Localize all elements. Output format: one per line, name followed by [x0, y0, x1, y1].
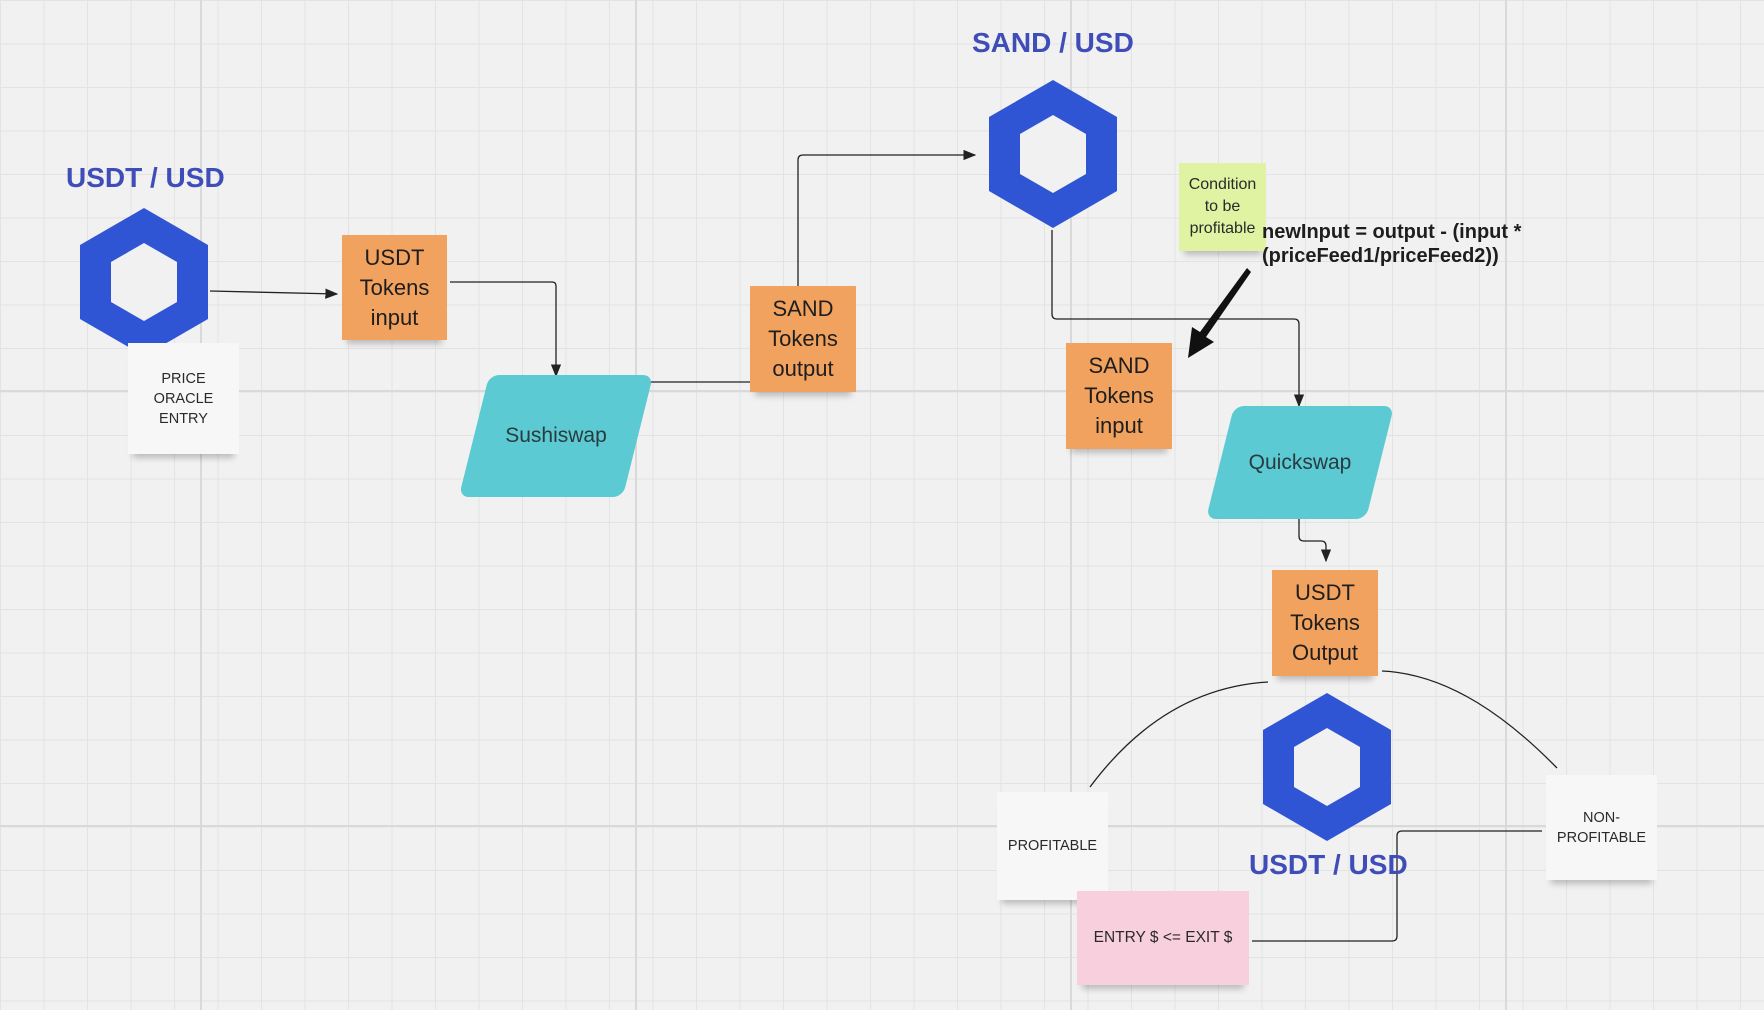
note-label: USDT Tokens input	[359, 244, 430, 330]
process-label: Sushiswap	[505, 424, 607, 447]
connector-non-profitable-to-entry-exit[interactable]	[1252, 830, 1542, 942]
note-label: ENTRY $ <= EXIT $	[1093, 929, 1233, 946]
note-sand-tokens-output[interactable]: SAND Tokens output	[750, 286, 856, 392]
note-sand-tokens-input[interactable]: SAND Tokens input	[1066, 343, 1172, 449]
note-label: NON-PROFITABLE	[1556, 809, 1647, 846]
note-condition[interactable]: Condition to be profitable	[1179, 163, 1266, 251]
process-quickswap[interactable]: Quickswap	[1205, 406, 1395, 519]
condition-pointer-arrow	[1188, 268, 1251, 358]
connector-usdt-output-to-profitable[interactable]	[1089, 681, 1269, 788]
chainlink-hexagon-icon[interactable]	[986, 78, 1120, 230]
formula-line-1: newInput = output - (input *	[1262, 221, 1522, 243]
note-profitable[interactable]: PROFITABLE	[997, 792, 1108, 900]
formula-text[interactable]: newInput = output - (input * (priceFeed1…	[1262, 220, 1521, 268]
note-entry-exit[interactable]: ENTRY $ <= EXIT $	[1077, 891, 1249, 985]
title-usdt-usd-bottom: USDT / USD	[1249, 849, 1408, 880]
note-non-profitable[interactable]: NON-PROFITABLE	[1546, 775, 1657, 880]
note-price-oracle-entry[interactable]: PRICE ORACLE ENTRY	[128, 343, 239, 454]
connector-usdt-input-to-sushiswap[interactable]	[450, 281, 562, 378]
chainlink-hexagon-icon[interactable]	[1260, 691, 1394, 843]
note-usdt-tokens-input[interactable]: USDT Tokens input	[342, 235, 447, 340]
chainlink-hexagon-icon[interactable]	[77, 206, 211, 358]
note-label: USDT Tokens Output	[1290, 580, 1360, 665]
connector-sand-output-to-sand-oracle[interactable]	[797, 149, 977, 286]
note-label: PROFITABLE	[1007, 838, 1098, 854]
process-sushiswap[interactable]: Sushiswap	[458, 375, 654, 497]
connector-sand-oracle-to-quickswap[interactable]	[1051, 230, 1305, 408]
note-label: SAND Tokens output	[768, 296, 838, 381]
process-label: Quickswap	[1248, 450, 1352, 474]
formula-line-2: (priceFeed1/priceFeed2))	[1262, 245, 1499, 267]
note-usdt-tokens-output[interactable]: USDT Tokens Output	[1272, 570, 1378, 676]
note-label: PRICE ORACLE ENTRY	[153, 370, 214, 427]
note-label: Condition to be profitable	[1188, 176, 1257, 237]
connector-usdt-output-to-non-profitable[interactable]	[1381, 670, 1558, 769]
note-label: SAND Tokens input	[1084, 353, 1154, 438]
connector-oracle-to-usdt-input[interactable]	[209, 288, 339, 299]
connector-quickswap-to-usdt-output[interactable]	[1298, 518, 1332, 563]
title-usdt-usd-top: USDT / USD	[66, 162, 225, 193]
title-sand-usd: SAND / USD	[972, 27, 1134, 58]
